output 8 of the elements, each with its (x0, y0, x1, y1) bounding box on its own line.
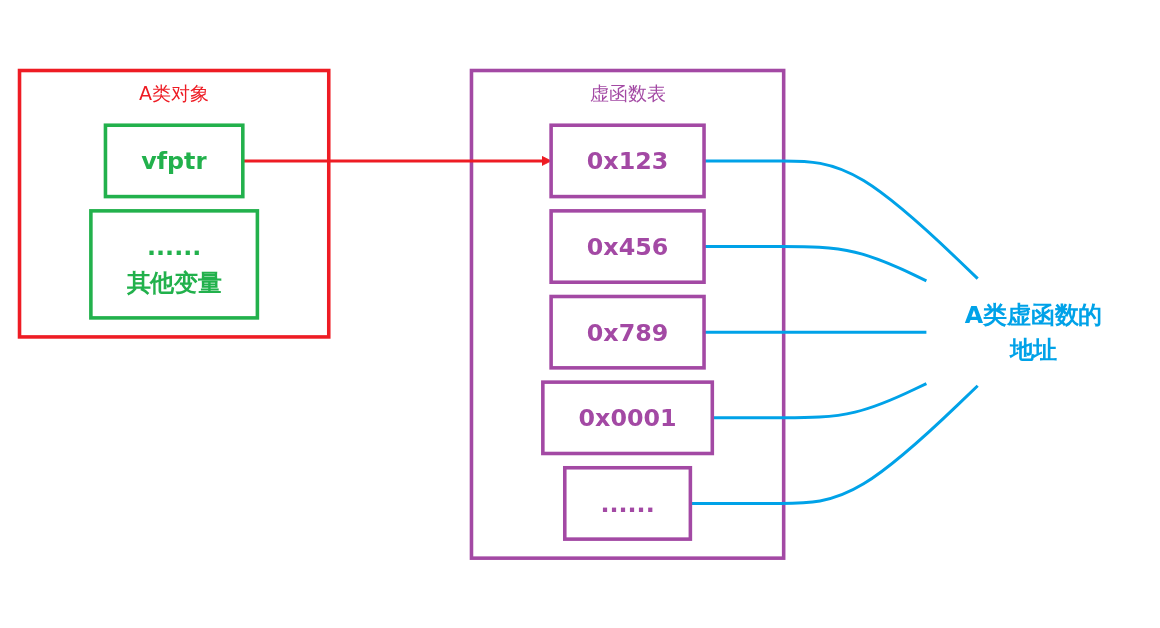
node-box: ...... (563, 465, 693, 541)
node-box: 0x0001 (541, 380, 715, 455)
node-box: 0x789 (549, 294, 706, 370)
node-text: A类虚函数的地址 (964, 299, 1103, 364)
node-box: 0x123 (549, 123, 706, 199)
node-box: vfptr (103, 123, 245, 199)
node-box: 0x456 (549, 208, 706, 284)
node-box: ...... 其他变量 (89, 208, 260, 320)
